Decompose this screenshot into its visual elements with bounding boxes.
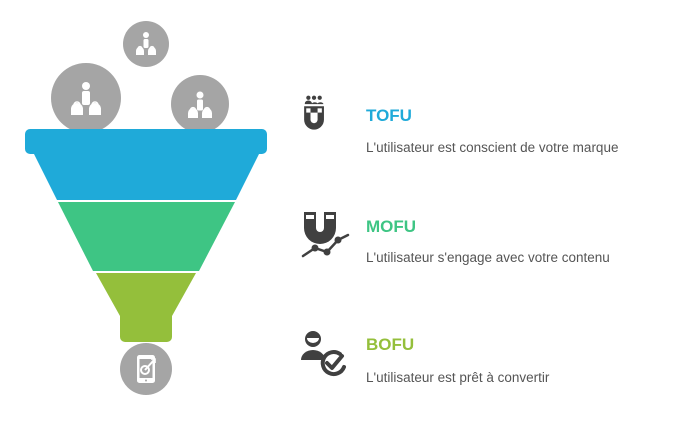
conversion-bubble: [120, 343, 172, 395]
people-group-icon: [71, 82, 101, 115]
stage-title-bofu: BOFU: [366, 335, 415, 354]
stage-row-tofu: TOFU L'utilisateur est conscient de votr…: [300, 88, 673, 158]
funnel-graphic: [25, 129, 267, 342]
audience-bubble-medium: [171, 75, 229, 133]
stage-row-bofu: BOFU L'utilisateur est prêt à convertir: [300, 330, 673, 400]
mobile-target-icon: [137, 355, 156, 383]
audience-bubble-large: [51, 63, 121, 133]
user-check-icon: [301, 331, 346, 377]
funnel-stage-tofu: [25, 129, 267, 200]
stage-row-mofu: MOFU L'utilisateur s'engage avec votre c…: [300, 210, 673, 280]
stage-description-tofu: L'utilisateur est conscient de votre mar…: [366, 140, 619, 155]
funnel-stage-bofu: [96, 273, 196, 342]
magnet-growth-icon: [301, 212, 350, 258]
stage-description-bofu: L'utilisateur est prêt à convertir: [366, 370, 550, 385]
funnel-stage-mofu: [58, 202, 235, 271]
people-group-icon: [188, 91, 212, 118]
magnet-audience-icon: [304, 95, 324, 130]
stage-title-tofu: TOFU: [366, 106, 412, 125]
stage-title-mofu: MOFU: [366, 217, 417, 236]
audience-bubble-small: [123, 21, 169, 67]
stage-description-mofu: L'utilisateur s'engage avec votre conten…: [366, 250, 610, 265]
people-group-icon: [136, 32, 156, 55]
